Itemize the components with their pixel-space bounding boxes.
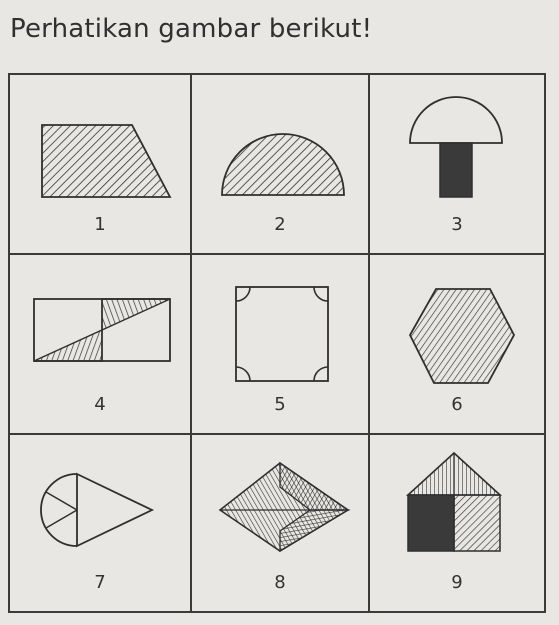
half-circle-hatched-icon: [221, 133, 345, 196]
figure-number: 6: [451, 394, 463, 415]
figure-number: 2: [274, 214, 286, 235]
figure-cell-7: 7: [10, 435, 192, 611]
figure-number: 7: [94, 572, 106, 593]
rectangle-triangles-icon: [33, 298, 171, 362]
figure-cell-8: 8: [192, 435, 370, 611]
figure-cell-5: 5: [192, 255, 370, 435]
figure-cell-1: 1: [10, 75, 192, 255]
square-corner-arcs-icon: [235, 286, 329, 382]
page-title: Perhatikan gambar berikut!: [10, 14, 373, 44]
figure-number: 4: [94, 394, 106, 415]
figure-cell-3: 3: [370, 75, 544, 255]
figure-number: 1: [94, 214, 106, 235]
figure-cell-4: 4: [10, 255, 192, 435]
house-icon: [405, 451, 503, 552]
figure-cell-6: 6: [370, 255, 544, 435]
rhombus-hatched-icon: [218, 461, 351, 553]
circle-triangle-icon: [40, 472, 155, 548]
figure-number: 8: [274, 572, 286, 593]
hexagon-hatched-icon: [408, 288, 516, 384]
mushroom-icon: [409, 96, 503, 198]
figure-number: 3: [451, 214, 463, 235]
figure-cell-2: 2: [192, 75, 370, 255]
trapezoid-hatched-icon: [41, 124, 172, 198]
figure-cell-9: 9: [370, 435, 544, 611]
figure-number: 5: [274, 394, 286, 415]
figure-grid: 1 2 3: [8, 73, 546, 613]
figure-number: 9: [451, 572, 463, 593]
